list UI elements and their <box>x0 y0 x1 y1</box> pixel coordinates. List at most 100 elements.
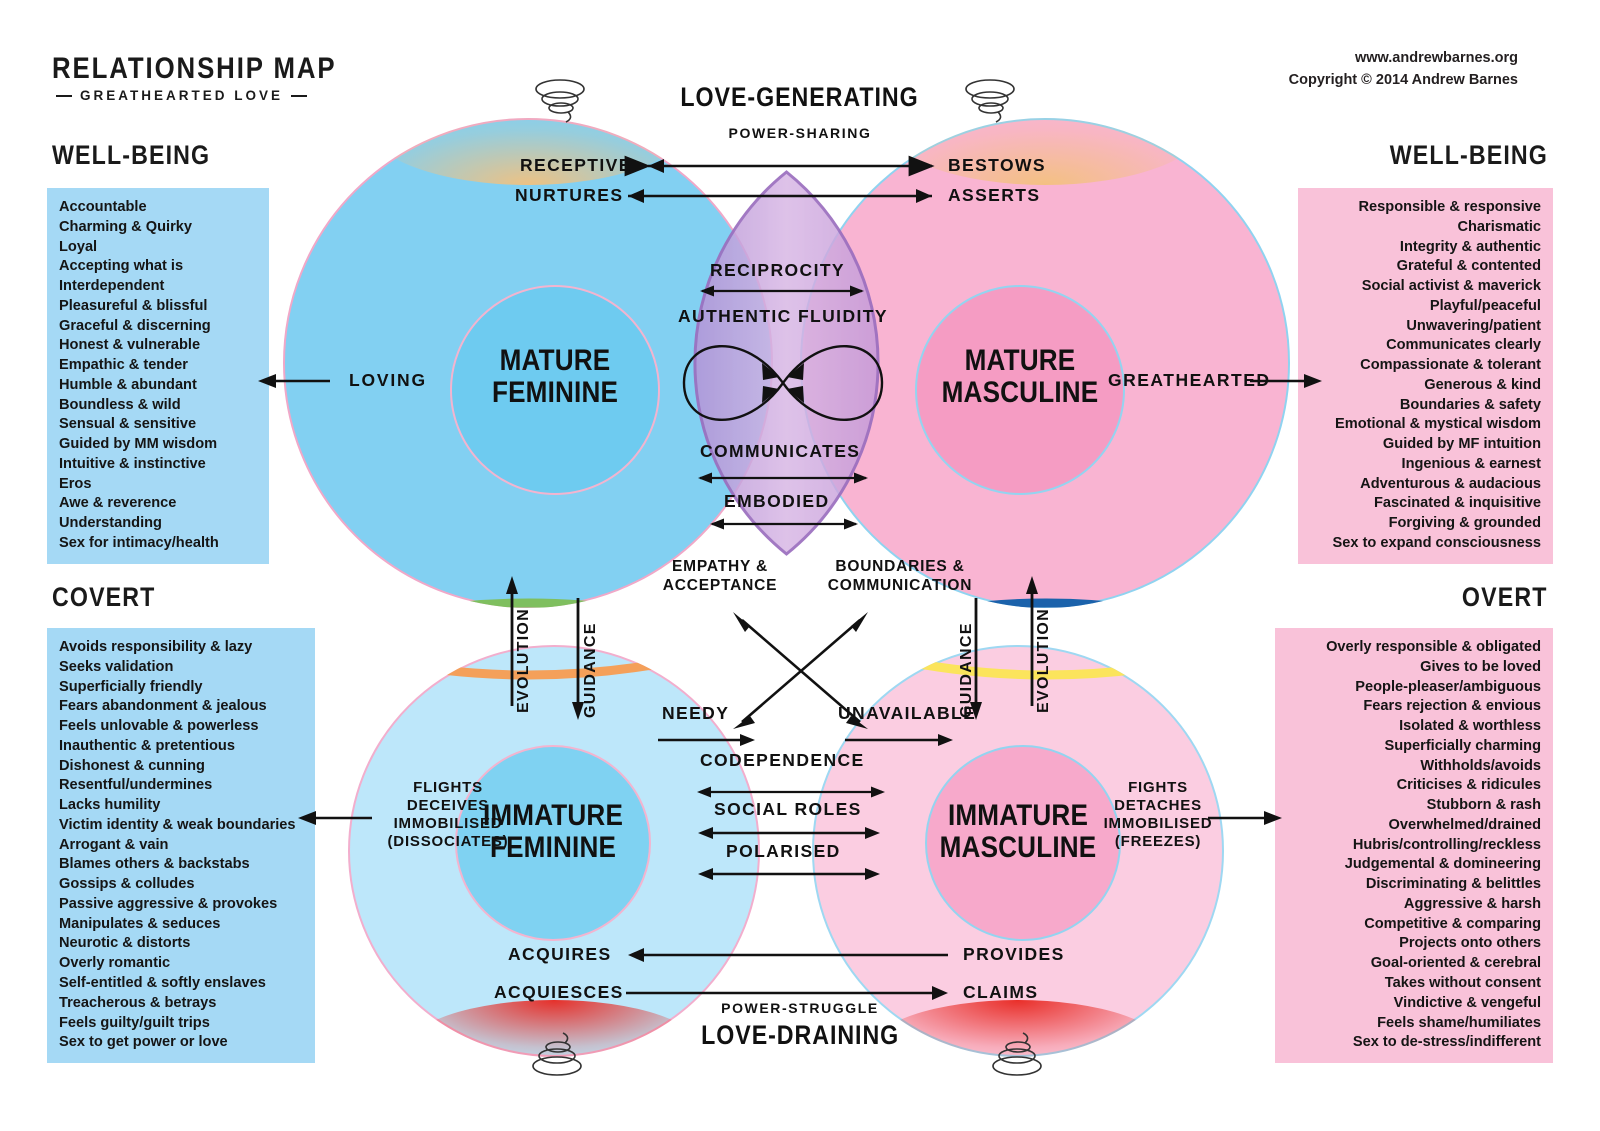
well-being-left-item: Accepting what is <box>59 258 184 275</box>
label-embodied: EMBODIED <box>724 491 830 511</box>
label-authentic-fluidity: AUTHENTIC FLUIDITY <box>678 306 888 326</box>
label-acquires: ACQUIRES <box>508 944 612 964</box>
overt-item: Aggressive & harsh <box>1403 895 1541 912</box>
overt-item: Hubris/controlling/reckless <box>1352 836 1541 853</box>
covert-item: Passive aggressive & provokes <box>59 895 278 912</box>
label-nurtures: NURTURES <box>515 185 624 205</box>
well-being-right-item: Sex to expand consciousness <box>1332 535 1541 552</box>
overt-item: Gives to be loved <box>1420 658 1541 675</box>
label-asserts: ASSERTS <box>948 185 1041 205</box>
covert-item: Victim identity & weak boundaries <box>59 816 296 833</box>
overt-item: Discriminating & belittles <box>1365 876 1541 893</box>
label-immature-masculine-line1: IMMATURE <box>947 799 1089 832</box>
overt-item: Competitive & comparing <box>1364 915 1541 932</box>
label-power-sharing: POWER-SHARING <box>728 125 872 141</box>
label-immature-feminine: IMMATURE FEMININE <box>413 799 693 865</box>
label-bestows: BESTOWS <box>948 155 1046 175</box>
well-being-right-item: Responsible & responsive <box>1358 199 1541 215</box>
label-immature-feminine-line2: FEMININE <box>489 831 617 865</box>
covert-item: Dishonest & cunning <box>59 757 205 774</box>
well-being-left-item: Boundless & wild <box>59 396 181 413</box>
overt-item: Fears rejection & envious <box>1363 698 1541 715</box>
label-immature-masculine-traits: FIGHTS DETACHES IMMOBILISED (FREEZES) <box>1083 779 1233 851</box>
heading-well-being-right: WELL-BEING <box>1389 140 1548 170</box>
label-polarised: POLARISED <box>726 841 841 861</box>
divider-right <box>291 94 308 97</box>
well-being-left-item: Empathic & tender <box>59 357 188 374</box>
well-being-left-item: Graceful & discerning <box>59 317 211 334</box>
overt-item: Stubborn & rash <box>1426 797 1541 814</box>
overt-item: Overly responsible & obligated <box>1326 639 1541 655</box>
overt-item: Goal-oriented & cerebral <box>1370 955 1541 972</box>
well-being-right-item: Social activist & maverick <box>1361 278 1541 295</box>
label-mature-masculine-line2: MASCULINE <box>941 376 1099 410</box>
label-mature-masculine: MATURE MASCULINE <box>880 344 1160 410</box>
trait-dissociates: (DISSOCIATES) <box>387 833 509 850</box>
page-subtitle: GREATHEARTED LOVE <box>80 88 284 103</box>
overt-item: Withholds/avoids <box>1420 757 1541 774</box>
label-boundaries-communication: BOUNDARIES & COMMUNICATION <box>800 558 1000 595</box>
page-subtitle-row: GREATHEARTED LOVE <box>56 88 308 103</box>
covert-item: Resentful/undermines <box>59 777 213 794</box>
covert-item: Fears abandonment & jealous <box>59 698 267 715</box>
overt-item: Overwhelmed/drained <box>1388 816 1541 833</box>
well-being-left-item: Intuitive & instinctive <box>59 455 206 472</box>
label-immature-masculine: IMMATURE MASCULINE <box>878 799 1158 865</box>
overt-item: Criticises & ridicules <box>1396 777 1541 794</box>
well-being-right-item: Boundaries & safety <box>1399 396 1541 413</box>
website-text: www.andrewbarnes.org <box>1354 50 1518 66</box>
trait-freezes: (FREEZES) <box>1114 833 1202 850</box>
covert-item: Gossips & colludes <box>59 876 195 893</box>
label-needy: NEEDY <box>662 703 730 723</box>
well-being-left-item: Awe & reverence <box>59 495 177 512</box>
label-evolution-left: EVOLUTION <box>515 607 532 713</box>
well-being-left-item: Honest & vulnerable <box>59 337 201 354</box>
covert-item: Self-entitled & softly enslaves <box>59 975 266 992</box>
label-immature-masculine-line2: MASCULINE <box>939 831 1097 865</box>
well-being-right-item: Guided by MF intuition <box>1382 436 1541 453</box>
label-evolution-right: EVOLUTION <box>1035 607 1052 713</box>
well-being-left-item: Loyal <box>59 238 98 255</box>
overt-item: Isolated & worthless <box>1399 718 1541 735</box>
label-guidance-right: GUIDANCE <box>958 622 975 718</box>
label-power-struggle: POWER-STRUGGLE <box>721 1000 879 1016</box>
covert-item: Manipulates & seduces <box>59 915 221 932</box>
covert-item: Treacherous & betrays <box>59 994 217 1011</box>
label-unavailable: UNAVAILABLE <box>838 703 977 723</box>
overt-item: Projects onto others <box>1399 935 1541 952</box>
covert-item: Arrogant & vain <box>59 836 169 853</box>
boundaries-line1: BOUNDARIES & <box>835 558 965 575</box>
well-being-left-item: Guided by MM wisdom <box>59 436 218 453</box>
label-greathearted: GREATHEARTED <box>1108 370 1271 390</box>
trait-immobilised: IMMOBILISED <box>393 815 503 832</box>
well-being-right-item: Adventurous & audacious <box>1360 475 1541 492</box>
inner-circle-immature-masculine <box>925 745 1121 941</box>
overt-item: Feels shame/humiliates <box>1377 1014 1541 1031</box>
trait-deceives: DECEIVES <box>406 797 490 814</box>
covert-item: Inauthentic & pretentious <box>59 737 235 754</box>
overt-item: Sex to de-stress/indifferent <box>1352 1034 1541 1051</box>
label-immature-feminine-line1: IMMATURE <box>482 799 624 832</box>
covert-item: Lacks humility <box>59 797 161 814</box>
well-being-right-item: Unwavering/patient <box>1406 317 1541 334</box>
well-being-left-item: Charming & Quirky <box>59 218 192 235</box>
covert-item: Superficially friendly <box>59 678 203 695</box>
covert-item: Blames others & backstabs <box>59 856 250 873</box>
label-loving: LOVING <box>349 370 427 390</box>
label-love-generating: LOVE-GENERATING <box>680 82 920 112</box>
copyright-text: Copyright © 2014 Andrew Barnes <box>1288 71 1518 88</box>
label-guidance-left: GUIDANCE <box>582 622 599 718</box>
covert-item: Feels guilty/guilt trips <box>59 1014 210 1031</box>
empathy-line1: EMPATHY & <box>672 558 768 575</box>
inner-circle-mature-masculine <box>915 285 1125 495</box>
inner-circle-mature-feminine <box>450 285 660 495</box>
well-being-left-item: Pleasureful & blissful <box>59 297 208 314</box>
label-immature-feminine-traits: FLIGHTS DECEIVES IMMOBILISED (DISSOCIATE… <box>368 779 528 851</box>
well-being-left-item: Sex for intimacy/health <box>59 535 219 552</box>
well-being-left-item: Understanding <box>59 515 162 532</box>
label-social-roles: SOCIAL ROLES <box>714 799 862 819</box>
label-empathy-acceptance: EMPATHY & ACCEPTANCE <box>630 558 810 595</box>
